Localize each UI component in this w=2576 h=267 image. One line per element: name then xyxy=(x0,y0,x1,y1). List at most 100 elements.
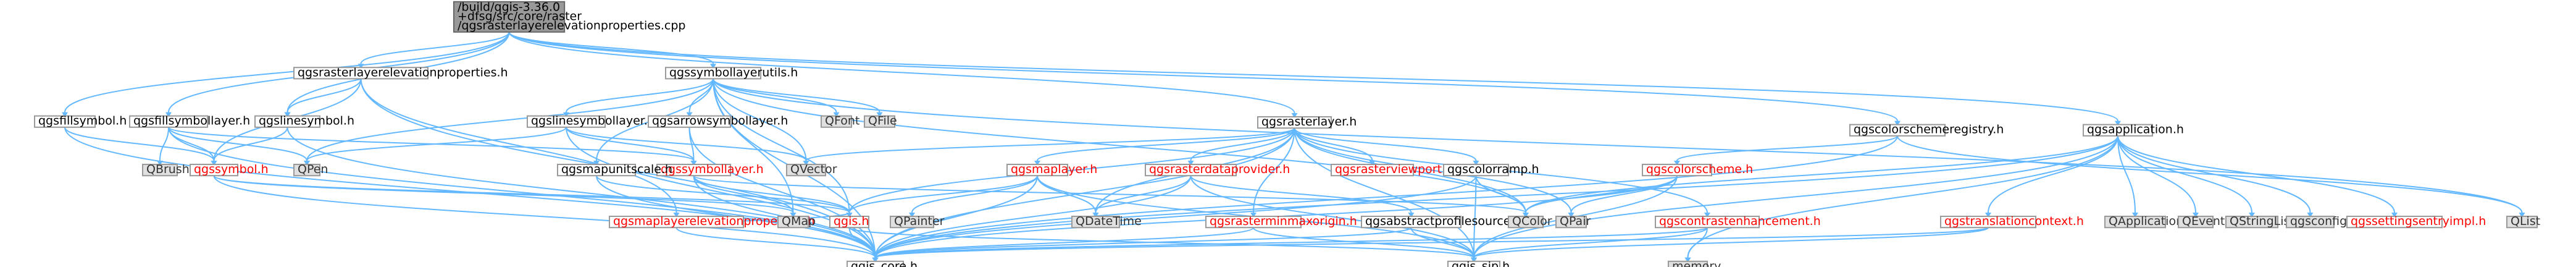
node-label: memory xyxy=(1672,260,1721,267)
node-fillsymlayer-h[interactable]: qgsfillsymbollayer.h xyxy=(129,114,250,128)
node-label: qgsrasterlayer.h xyxy=(1261,115,1357,129)
edge-colorschemereg_h-to-colorscheme_h xyxy=(1676,135,1898,161)
node-settingsentry-h[interactable]: qgssettingsentryimpl.h xyxy=(2346,214,2486,229)
node-box xyxy=(821,115,852,128)
node-fillsymbol-h[interactable]: qgsfillsymbol.h xyxy=(34,114,127,128)
node-colorramp-h[interactable]: qgscolorramp.h xyxy=(1443,163,1539,177)
node-box xyxy=(2286,216,2335,229)
node-root[interactable]: /build/qgis-3.36.0+dfsg/src/core/raster/… xyxy=(453,0,685,33)
node-box xyxy=(665,67,761,80)
arrowhead-application_h-to-translation_h xyxy=(1985,213,1991,218)
node-qgis-core-h[interactable]: qgis_core.h xyxy=(847,260,918,267)
edge-maplayer_h-to-qgis_h xyxy=(848,175,1038,213)
node-box xyxy=(1940,216,2036,229)
node-label: /qgsrasterlayerelevationproperties.cpp xyxy=(458,19,685,32)
node-QEvent: QEvent xyxy=(2178,214,2225,229)
arrowhead-rasterlayer_h-to-contrast_h xyxy=(1704,213,1710,218)
node-box xyxy=(293,164,320,177)
node-absprofile-h[interactable]: qgsabstractprofilesource.h xyxy=(1361,214,1522,229)
node-linesymlayer-h[interactable]: qgslinesymbollayer.h xyxy=(527,114,655,128)
edge-application_h-to-qgis_core_h xyxy=(874,135,2118,258)
edge-qgis_h-to-qgis_core_h xyxy=(848,227,876,258)
node-rasterviewport-h[interactable]: qgsrasterviewport.h xyxy=(1331,163,1453,177)
node-label: qgstranslationcontext.h xyxy=(1944,214,2084,228)
node-label: qgis_core.h xyxy=(851,260,918,267)
node-colorschemereg-h[interactable]: qgscolorschemeregistry.h xyxy=(1849,123,2004,137)
node-box xyxy=(254,115,320,128)
edge-symlayerutils_h-to-QPen xyxy=(306,78,714,161)
node-arrowsymlayer-h[interactable]: qgsarrowsymbollayer.h xyxy=(648,114,788,128)
edge-application_h-to-settingsentry_h xyxy=(2117,135,2395,213)
edge-rastermin_h-to-qgis_sip_h xyxy=(1253,227,1474,258)
edge-symbol_h-to-QMap xyxy=(213,175,794,213)
node-qgis-h[interactable]: qgis.h xyxy=(829,214,869,229)
node-translation-h[interactable]: qgstranslationcontext.h xyxy=(1940,214,2084,229)
node-mapunitscale-h[interactable]: qgsmapunitscale.h xyxy=(557,163,672,177)
arrowhead-rasterlayer_h-to-rasterdataprov_h xyxy=(1187,161,1194,166)
node-label: /build/qgis-3.36.0 xyxy=(458,0,560,14)
edge-application_h-to-QEvent xyxy=(2117,135,2196,213)
edge-linesymlayer_h-to-symbollayer_h xyxy=(566,127,695,161)
edge-application_h-to-memory xyxy=(1687,135,2118,258)
arrowhead-rasterlayer_h-to-colorramp_h xyxy=(1473,161,1479,166)
edge-application_h-to-QStringList xyxy=(2117,135,2252,213)
node-label: QApplication xyxy=(2109,214,2183,228)
node-colorscheme-h[interactable]: qgscolorscheme.h xyxy=(1642,163,1753,177)
node-box xyxy=(142,164,178,177)
node-symlayerutils-h[interactable]: qgssymbollayerutils.h xyxy=(665,66,798,80)
node-box xyxy=(2104,216,2166,229)
node-QStringList: QStringList xyxy=(2225,214,2294,229)
edge-linesymbol_h-to-qgis_core_h xyxy=(286,127,876,258)
edge-root-to-colorschemereg_h xyxy=(508,32,1898,121)
edge-symbollayer_h-to-QMap xyxy=(693,175,794,213)
node-label: QEvent xyxy=(2182,214,2225,228)
node-box xyxy=(777,216,809,229)
node-symbol-h[interactable]: qgssymbol.h xyxy=(190,163,269,177)
node-label: qgsfillsymbollayer.h xyxy=(133,114,250,128)
arrowhead-colorschemereg_h-to-colorscheme_h xyxy=(1674,161,1680,166)
node-qgis-sip-h[interactable]: qgis_sip.h xyxy=(1447,260,1510,267)
node-linesymbol-h[interactable]: qgslinesymbol.h xyxy=(254,114,354,128)
node-rlep-h[interactable]: qgsrasterlayerelevationproperties.h xyxy=(293,66,508,80)
node-rasterdataprov-h[interactable]: qgsrasterdataprovider.h xyxy=(1145,163,1290,177)
arrowhead-symlayerutils_h-to-QFont xyxy=(833,112,840,117)
edge-rasterlayer_h-to-qgis_core_h xyxy=(874,128,1295,258)
edge-symbollayer_h-to-qgis_h xyxy=(693,175,850,213)
node-box xyxy=(129,115,208,128)
node-box xyxy=(1443,164,1509,177)
node-rastermin-h[interactable]: qgsrasterminmaxorigin.h xyxy=(1205,214,1357,229)
node-application-h[interactable]: qgsapplication.h xyxy=(2083,123,2184,137)
edge-rasterdataprov_h-to-absprofile_h xyxy=(1190,175,1412,213)
node-box xyxy=(293,67,429,80)
node-maplayer-h[interactable]: qgsmaplayer.h xyxy=(1006,163,1097,177)
node-box xyxy=(1006,164,1068,177)
edge-symlayerutils_h-to-qgis_h xyxy=(713,78,850,213)
node-box xyxy=(1071,216,1120,229)
node-box xyxy=(453,1,566,33)
node-label: qgssymbollayer.h xyxy=(661,163,764,176)
edge-rlep_h-to-mlep_h xyxy=(360,78,677,213)
node-box xyxy=(557,164,636,177)
arrowhead-rasterlayer_h-to-QVector xyxy=(803,161,809,166)
edge-application_h-to-qgsconfig_h xyxy=(2117,135,2311,213)
node-box xyxy=(1331,164,1414,177)
node-label: QFile xyxy=(868,114,897,128)
edge-rastermin_h-to-qgis_core_h xyxy=(874,227,1254,258)
node-box xyxy=(1145,164,1237,177)
node-mlep-h[interactable]: qgsmaplayerelevationproperties.h xyxy=(609,214,814,229)
node-label: QDateTime xyxy=(1076,214,1142,228)
edge-contrast_h-to-qgis_core_h xyxy=(874,227,1708,258)
edge-application_h-to-translation_h xyxy=(1988,135,2118,213)
arrowhead-colorscheme_h-to-QPair xyxy=(1568,213,1574,218)
node-qgsconfig-h: qgsconfig.h xyxy=(2286,214,2358,229)
node-rasterlayer-h[interactable]: qgsrasterlayer.h xyxy=(1257,115,1357,129)
edge-root-to-application_h xyxy=(508,32,2118,121)
edge-fillsymlayer_h-to-QPen xyxy=(168,127,307,161)
node-symbollayer-h[interactable]: qgssymbollayer.h xyxy=(656,163,764,177)
edge-colorschemereg_h-to-qgis_core_h xyxy=(874,135,1898,258)
arrowhead-fillsymlayer_h-to-QBrush xyxy=(157,161,163,166)
arrowhead-application_h-to-settingsentry_h xyxy=(2391,213,2398,218)
node-contrast-h[interactable]: qgscontrastenhancement.h xyxy=(1655,214,1821,229)
edge-application_h-to-qgis_sip_h xyxy=(1473,135,2118,258)
